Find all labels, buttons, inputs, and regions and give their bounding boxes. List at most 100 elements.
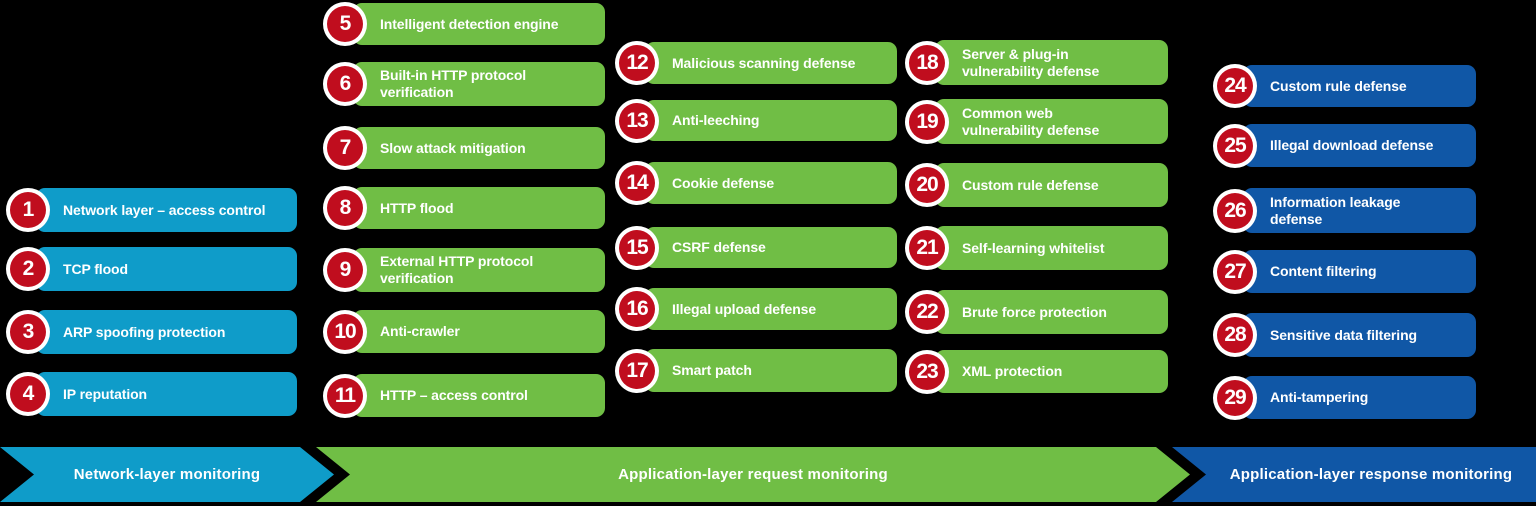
item-number-circle: 7 — [327, 130, 363, 166]
item-number: 9 — [339, 258, 352, 281]
item-number-circle: 27 — [1217, 253, 1253, 290]
item-bar: Malicious scanning defense — [645, 42, 897, 84]
item-bar: Anti-crawler — [353, 310, 605, 353]
item-label: Sensitive data filtering — [1270, 326, 1417, 343]
item-number-circle: 28 — [1217, 317, 1253, 353]
item-number-circle: 14 — [619, 165, 655, 201]
protection-item-5: Intelligent detection engine 5 — [323, 2, 605, 46]
item-number-badge: 22 — [905, 290, 949, 334]
protection-item-17: Smart patch 17 — [615, 348, 897, 393]
item-bar: Information leakage defense — [1243, 188, 1476, 233]
item-number: 12 — [626, 51, 648, 74]
item-label: Anti-tampering — [1270, 389, 1369, 406]
item-bar: TCP flood — [36, 247, 297, 291]
item-label: Anti-leeching — [672, 112, 760, 129]
item-label: Illegal upload defense — [672, 300, 817, 317]
item-number: 17 — [626, 358, 648, 382]
item-number-badge: 8 — [323, 186, 367, 230]
item-number: 14 — [626, 171, 648, 194]
item-bar: CSRF defense — [645, 227, 897, 268]
item-number: 28 — [1224, 323, 1246, 346]
item-number: 10 — [334, 319, 356, 343]
item-number-circle: 16 — [619, 291, 655, 327]
item-number-badge: 17 — [615, 348, 659, 393]
item-number: 27 — [1224, 259, 1246, 283]
item-number-circle: 20 — [909, 167, 945, 203]
item-number: 8 — [339, 196, 352, 219]
item-label: Smart patch — [672, 362, 752, 379]
item-number-circle: 19 — [909, 103, 945, 140]
item-bar: XML protection — [935, 350, 1168, 393]
protection-item-8: HTTP flood 8 — [323, 186, 605, 230]
item-number: 6 — [339, 72, 352, 95]
item-bar: Custom rule defense — [935, 163, 1168, 207]
item-bar: Anti-tampering — [1243, 376, 1476, 419]
item-number-circle: 17 — [619, 352, 655, 389]
item-number-circle: 8 — [327, 190, 363, 226]
item-number-circle: 5 — [327, 6, 363, 42]
item-bar: Illegal download defense — [1243, 124, 1476, 167]
protection-item-28: Sensitive data filtering 28 — [1213, 313, 1476, 357]
item-label: Intelligent detection engine — [380, 15, 559, 32]
item-number: 11 — [334, 383, 356, 407]
item-bar: Intelligent detection engine — [353, 3, 605, 45]
item-number-badge: 24 — [1213, 64, 1257, 108]
item-number-badge: 14 — [615, 161, 659, 205]
item-number-badge: 4 — [6, 372, 50, 416]
item-bar: Custom rule defense — [1243, 65, 1476, 107]
item-number-badge: 5 — [323, 2, 367, 46]
item-number: 24 — [1224, 74, 1246, 97]
item-label: Custom rule defense — [1270, 77, 1407, 94]
protection-item-29: Anti-tampering 29 — [1213, 375, 1476, 420]
item-label: Network layer – access control — [63, 201, 266, 218]
item-number-badge: 12 — [615, 41, 659, 85]
item-number-badge: 28 — [1213, 313, 1257, 357]
item-bar: HTTP flood — [353, 187, 605, 229]
stage-arrow-label: Application-layer request monitoring — [618, 466, 888, 483]
item-bar: Illegal upload defense — [645, 288, 897, 330]
item-number: 20 — [916, 173, 938, 196]
item-label: Built-in HTTP protocol verification — [380, 67, 527, 100]
item-number: 15 — [626, 235, 648, 259]
item-number-badge: 11 — [323, 373, 367, 418]
item-bar: Common web vulnerability defense — [935, 99, 1168, 144]
item-bar: Built-in HTTP protocol verification — [353, 62, 605, 106]
item-number-badge: 10 — [323, 309, 367, 354]
item-number: 18 — [916, 50, 938, 74]
item-number-badge: 27 — [1213, 249, 1257, 294]
item-bar: Self-learning whitelist — [935, 226, 1168, 270]
item-label: Information leakage defense — [1270, 193, 1401, 227]
item-number: 13 — [626, 108, 648, 132]
item-number-circle: 11 — [327, 377, 363, 414]
item-bar: Slow attack mitigation — [353, 127, 605, 169]
item-label: Custom rule defense — [962, 176, 1099, 193]
item-number-circle: 12 — [619, 45, 655, 81]
item-label: HTTP flood — [380, 199, 454, 216]
item-bar: Network layer – access control — [36, 188, 297, 232]
item-number-circle: 4 — [10, 376, 46, 412]
item-number: 29 — [1224, 385, 1246, 409]
item-number-badge: 20 — [905, 163, 949, 207]
item-number-badge: 25 — [1213, 123, 1257, 168]
item-bar: ARP spoofing protection — [36, 310, 297, 354]
item-bar: HTTP – access control — [353, 374, 605, 417]
protection-item-16: Illegal upload defense 16 — [615, 287, 897, 331]
item-bar: Brute force protection — [935, 290, 1168, 334]
item-number-badge: 19 — [905, 99, 949, 144]
item-bar: Sensitive data filtering — [1243, 313, 1476, 357]
item-number-circle: 21 — [909, 230, 945, 266]
item-number: 25 — [1224, 133, 1246, 157]
item-number-badge: 23 — [905, 349, 949, 394]
